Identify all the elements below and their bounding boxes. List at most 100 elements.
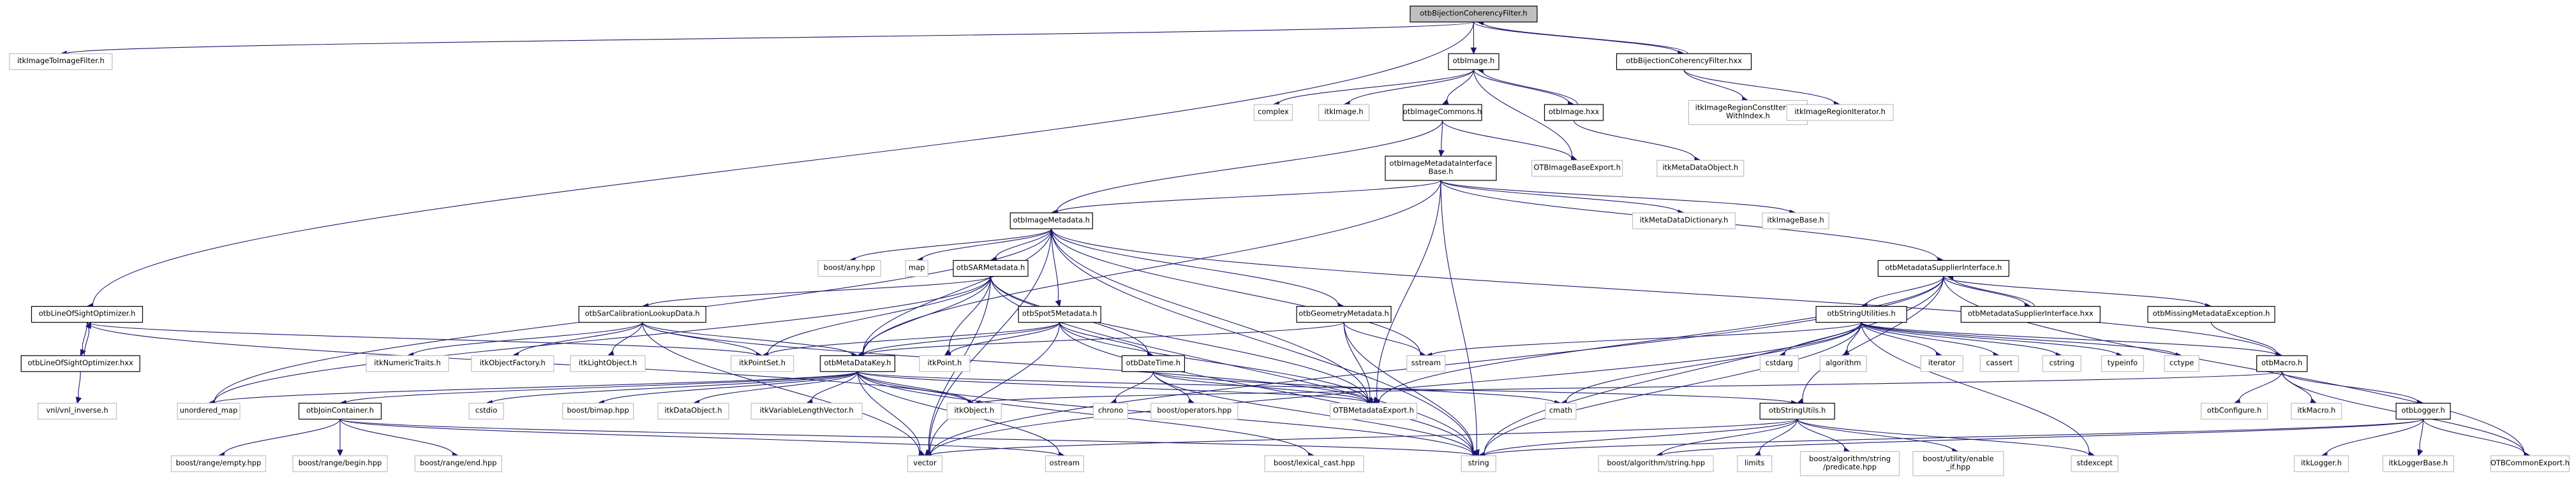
edge-otbImageMetadata-to-boostAny [848,228,1052,263]
node-box [817,259,881,277]
edge-line [1152,371,1556,404]
edge-line [612,322,643,354]
node-itkPoint: itkPoint.h [919,355,971,372]
node-itkRegIt: itkImageRegionIterator.h [1786,104,1894,121]
node-otbSpot5[interactable]: otbSpot5Metadata.h [1018,306,1101,323]
node-otbSARMetadata[interactable]: otbSARMetadata.h [953,259,1029,277]
node-label: sstream [1411,358,1441,367]
edge-otbIMIB-to-otbImageMetadata [1050,180,1441,216]
edge-line [2281,371,2418,404]
node-iterator: iterator [1920,355,1963,372]
node-otbMetaDataKey[interactable]: otbMetaDataKey.h [819,355,896,372]
node-label: otbMetadataSupplierInterface.hxx [1968,309,2094,318]
node-label: otbSpot5Metadata.h [1022,309,1098,318]
node-label: /predicate.hpp [1823,462,1877,471]
node-box [298,402,382,420]
node-label: boost/utility/enable [1923,454,1993,463]
arrowhead-icon [1441,99,1450,105]
edge-otbImageMetadata-to-sstream [1051,228,1427,358]
node-label: itkObjectFactory.h [480,358,546,367]
node-label: map [909,263,925,272]
node-otbLOSHxx[interactable]: otbLineOfSightOptimizer.hxx [20,355,140,372]
node-bijHxx[interactable]: otbBijectionCoherencyFilter.hxx [1616,53,1752,70]
edge-line [1051,228,1421,355]
edge-otbStringUtilities-to-sstream [1425,322,1862,359]
node-otbMissing[interactable]: otbMissingMetadataException.h [2147,306,2275,323]
node-string: string [1461,455,1496,472]
edge-otbLogger-to-itkLoggerBase [2417,419,2424,457]
node-otbImageHxx[interactable]: otbImage.hxx [1544,104,1604,121]
edge-otbLOSHxx-to-vnlInverse [75,371,82,404]
node-box [1912,451,2004,476]
node-otbSarCal[interactable]: otbSarCalibrationLookupData.h [578,306,706,323]
node-root[interactable]: otbBijectionCoherencyFilter.h [1410,5,1538,23]
node-typeinfo: typeinfo [2101,355,2145,372]
node-label: ostream [1050,458,1080,467]
node-label: vnl/vnl_inverse.h [46,406,108,415]
edge-line [857,371,921,453]
node-box [2147,306,2275,323]
edge-line [1866,276,1944,306]
edge-line [1861,322,1937,355]
node-otbJoin[interactable]: otbJoinContainer.h [298,402,382,420]
node-itkMetaDataObject: itkMetaDataObject.h [1657,159,1745,177]
edges-layer [60,19,2531,459]
node-box [946,402,1002,420]
edge-otbImageCommons-to-otbImageMetadata [1050,120,1443,215]
edge-otbSARMetadata-to-unorderedMap [207,276,992,406]
edge-line [1473,22,1679,54]
node-box [1632,212,1736,229]
edge-line [2281,371,2312,402]
node-boostEnableIf: boost/utility/enable_if.hpp [1912,451,2004,476]
node-label: itkLoggerBase.h [2388,458,2448,467]
node-box [1018,306,1101,323]
edge-otbDateTime-to-cmath [1152,371,1562,406]
node-otbDateTime[interactable]: otbDateTime.h [1121,355,1185,372]
node-itkImageToImageFilter: itkImageToImageFilter.h [9,53,113,70]
node-otbMSI[interactable]: otbMetadataSupplierInterface.h [1877,259,2009,277]
edge-line [1943,276,2025,306]
edge-line [1482,22,1688,54]
edge-otbGeom-to-otbMetaDataKey [856,322,1344,359]
node-otbLOS[interactable]: otbLineOfSightOptimizer.h [31,306,144,323]
edge-line [857,371,1309,456]
edge-line [1943,276,2525,455]
node-otbImageMetadata[interactable]: otbImageMetadata.h [1009,212,1093,229]
node-otbStringUtilities[interactable]: otbStringUtilities.h [1815,306,1907,323]
node-otbMSIHxx[interactable]: otbMetadataSupplierInterface.hxx [1960,306,2101,323]
node-OTBCommonExport: OTBCommonExport.h [2490,455,2570,472]
edge-line [948,276,992,353]
node-vnlInverse: vnl/vnl_inverse.h [37,402,117,420]
node-label: itkLightObject.h [579,358,637,367]
edge-line [1661,419,1798,456]
node-otbLogger[interactable]: otbLogger.h [2395,402,2451,420]
arrowhead-icon [337,449,343,457]
node-label: otbMetadataSupplierInterface.h [1885,263,2002,272]
node-OTBImageBaseExport: OTBImageBaseExport.h [1531,159,1623,177]
node-label: boost/range/empty.hpp [175,458,261,467]
edge-line [1152,371,1368,404]
node-box [1045,455,1084,472]
node-box [1598,455,1714,472]
edge-otbMetaDataKey-to-cstdio [485,371,858,406]
edge-line [345,371,858,404]
node-otbStringUtils[interactable]: otbStringUtils.h [1759,402,1835,420]
node-label: itkImageBase.h [1767,215,1824,224]
node-label: itkObject.h [954,406,994,415]
node-boostOperators: boost/operators.hpp [1150,402,1239,420]
node-label: boost/operators.hpp [1157,406,1232,415]
node-box [1762,212,1829,229]
node-otbImageCommons[interactable]: otbImageCommons.h [1403,104,1482,121]
arrowhead-icon [1438,150,1445,157]
node-otbImage[interactable]: otbImage.h [1448,53,1500,70]
node-complex: complex [1253,104,1293,121]
node-boostAlgPred: boost/algorithm/string/predicate.hpp [1799,451,1900,476]
arrowhead-icon [80,349,86,356]
node-otbMacro[interactable]: otbMacro.h [2256,355,2308,372]
edge-otbMacro-to-itkMacro [2281,371,2318,404]
node-box [750,402,863,420]
arrowhead-icon [607,350,615,356]
edge-line [930,322,1061,454]
node-otbGeom[interactable]: otbGeometryMetadata.h [1296,306,1392,323]
